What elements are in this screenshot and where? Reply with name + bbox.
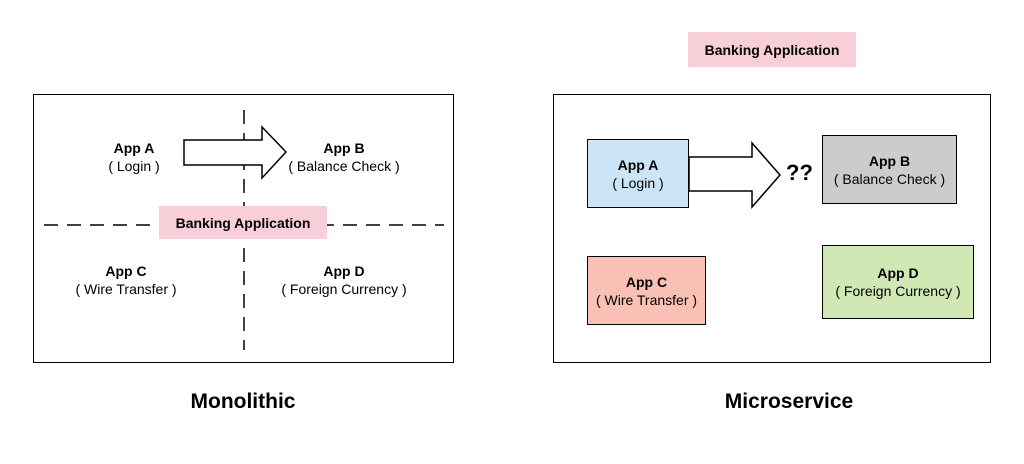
microservice-app-a-desc: ( Login ): [612, 174, 664, 191]
microservice-caption: Microservice: [724, 390, 854, 413]
monolithic-app-c-name: App C: [105, 263, 147, 279]
monolithic-caption: Monolithic: [190, 390, 296, 413]
monolithic-banking-tag: Banking Application: [159, 206, 327, 239]
monolithic-app-d: App D ( Foreign Currency ): [264, 262, 424, 298]
monolithic-app-a: App A ( Login ): [84, 139, 184, 175]
monolithic-arrow-icon: [183, 125, 288, 180]
monolithic-app-a-name: App A: [113, 140, 155, 156]
monolithic-app-b-desc: ( Balance Check ): [288, 158, 400, 174]
monolithic-app-b-name: App B: [323, 140, 365, 156]
monolithic-app-d-name: App D: [323, 263, 365, 279]
microservice-app-c-name: App C: [625, 273, 668, 290]
microservice-app-d-name: App D: [877, 265, 919, 281]
microservice-app-a: App A ( Login ): [587, 139, 689, 208]
monolithic-app-b: App B ( Balance Check ): [274, 139, 414, 175]
microservice-banking-tag-text: Banking Application: [704, 41, 840, 58]
microservice-app-a-name: App A: [617, 156, 659, 173]
monolithic-app-d-desc: ( Foreign Currency ): [281, 281, 407, 297]
microservice-banking-tag: Banking Application: [688, 32, 856, 67]
monolithic-app-a-desc: ( Login ): [108, 158, 160, 174]
question-marks: ??: [786, 160, 813, 185]
microservice-frame: [553, 94, 991, 363]
microservice-arrow-icon: [688, 141, 781, 209]
microservice-app-d-desc: ( Foreign Currency ): [835, 283, 961, 299]
monolithic-app-c-desc: ( Wire Transfer ): [75, 281, 177, 297]
microservice-app-d: App D ( Foreign Currency ): [822, 245, 974, 319]
microservice-app-c-desc: ( Wire Transfer ): [595, 291, 698, 308]
microservice-app-b-name: App B: [868, 152, 911, 169]
microservice-app-b-desc: ( Balance Check ): [833, 170, 946, 187]
microservice-app-b: App B ( Balance Check ): [822, 135, 957, 204]
monolithic-app-c: App C ( Wire Transfer ): [56, 262, 196, 298]
microservice-app-c: App C ( Wire Transfer ): [587, 256, 706, 325]
monolithic-banking-tag-text: Banking Application: [175, 214, 311, 231]
